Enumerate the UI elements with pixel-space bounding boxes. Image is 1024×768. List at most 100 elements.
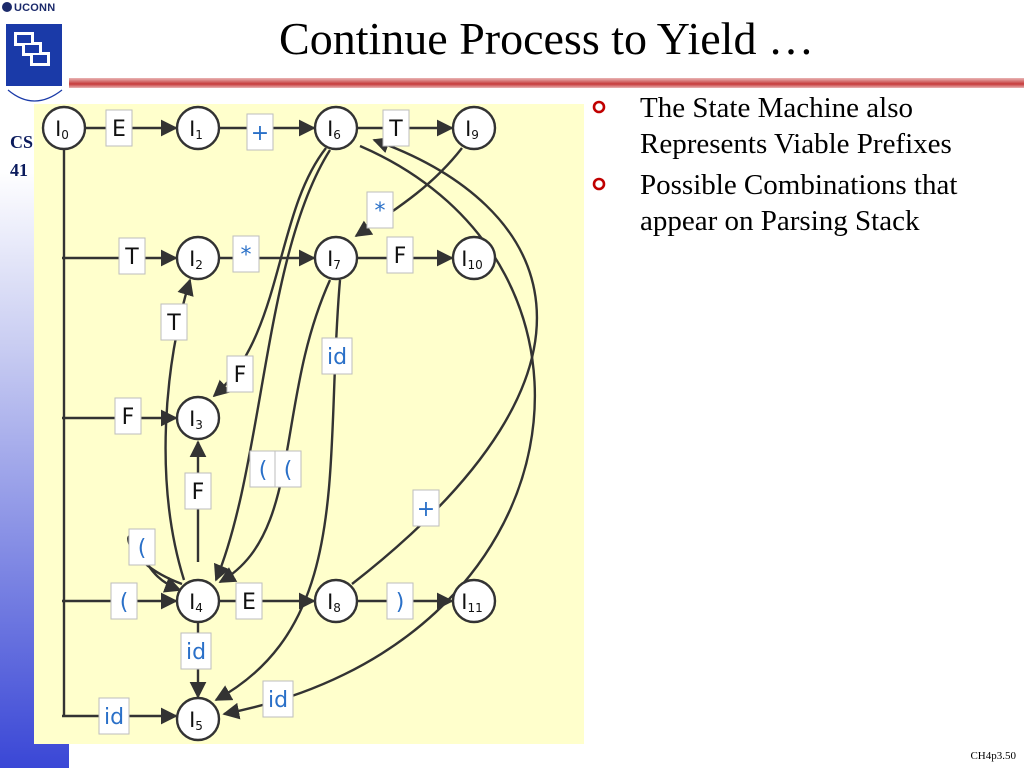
- transition-label-i7-i4: (: [274, 450, 302, 488]
- state-node-i6: I6: [313, 105, 359, 151]
- course-code: CS 41: [10, 128, 33, 184]
- label-box: [110, 582, 138, 620]
- transition-label-i1-i6: +: [246, 113, 274, 151]
- label-box: [274, 450, 302, 488]
- state-label: I0: [55, 117, 69, 142]
- label-box: [128, 528, 156, 566]
- uconn-seal-icon: [2, 2, 12, 12]
- transition-symbol: T: [166, 311, 181, 336]
- transition-symbol: F: [234, 363, 247, 388]
- transition-label-i7-i5: id: [321, 337, 353, 375]
- label-box: [366, 191, 394, 229]
- bullet-text: Possible Combinations that appear on Par…: [640, 169, 958, 237]
- state-node-i8: I8: [313, 578, 359, 624]
- label-box: [184, 472, 212, 510]
- uconn-logo: UCONN: [2, 2, 55, 14]
- label-box: [235, 582, 263, 620]
- transition-symbol: +: [417, 497, 435, 522]
- transition-symbol: T: [124, 245, 139, 270]
- transition-label-i0-i1: E: [105, 109, 133, 147]
- state-label: I9: [465, 117, 479, 142]
- state-node-i2: I2: [175, 235, 221, 281]
- label-box: [262, 680, 294, 718]
- transition-label-i4-i3: F: [184, 472, 212, 510]
- label-box: [180, 632, 212, 670]
- state-label: I3: [189, 407, 203, 432]
- transition-label-i4-i4: (: [128, 528, 156, 566]
- label-box: [412, 489, 440, 527]
- state-label: I4: [189, 590, 203, 615]
- state-label: I8: [327, 590, 341, 615]
- label-box: [226, 355, 254, 393]
- state-circle: [313, 235, 359, 281]
- transition-symbol: T: [388, 117, 403, 142]
- transition-label-i6-i4: (: [249, 450, 277, 488]
- transition-label-i0-i3: F: [114, 397, 142, 435]
- transition-label-i8-i11: ): [386, 582, 414, 620]
- label-box: [386, 582, 414, 620]
- state-circle: [313, 578, 359, 624]
- state-circle: [451, 105, 497, 151]
- transition-label-i6-i3: F: [226, 355, 254, 393]
- transition-label-i2-i7: *: [232, 235, 260, 273]
- label-box: [98, 697, 130, 735]
- transition-symbol: (: [138, 536, 147, 561]
- state-label: I5: [189, 708, 203, 733]
- state-circle: [451, 578, 497, 624]
- state-node-i3: I3: [175, 395, 221, 441]
- label-box: [321, 337, 353, 375]
- transition-symbol: E: [242, 590, 256, 615]
- bullet-text: The State Machine also Represents Viable…: [640, 92, 952, 160]
- state-circle: [175, 105, 221, 151]
- transition-label-i6-i9: T: [382, 109, 410, 147]
- label-box: [118, 237, 146, 275]
- slide-title: Continue Process to Yield …: [279, 13, 814, 64]
- state-label: I11: [461, 590, 482, 615]
- transition-label-i8-i6: +: [412, 489, 440, 527]
- transition-label-i9-i7: *: [366, 191, 394, 229]
- transition-symbol: *: [241, 243, 252, 268]
- transition-label-i4-i8: E: [235, 582, 263, 620]
- state-label: I2: [189, 247, 203, 272]
- transition-symbol: id: [104, 705, 124, 730]
- state-label: I1: [189, 117, 203, 142]
- uconn-logo-text: UCONN: [14, 2, 56, 14]
- transition-symbol: (: [259, 458, 268, 483]
- label-box: [114, 397, 142, 435]
- transition-label-i0-i2: T: [118, 237, 146, 275]
- state-circle: [175, 395, 221, 441]
- state-circle: [41, 105, 87, 151]
- state-node-i10: I10: [451, 235, 497, 281]
- bullet-item: Possible Combinations that appear on Par…: [588, 167, 1020, 239]
- state-node-i7: I7: [313, 235, 359, 281]
- label-box: [386, 236, 414, 274]
- state-node-i0: I0: [41, 105, 87, 151]
- state-circle: [175, 696, 221, 742]
- state-circle: [175, 578, 221, 624]
- transition-symbol: id: [186, 640, 206, 665]
- state-circle: [451, 235, 497, 281]
- transition-edge-i7-i4: [218, 279, 332, 584]
- bullet-circle-icon: [592, 100, 606, 114]
- bullet-circle-icon: [592, 177, 606, 191]
- transition-symbol: ): [396, 590, 405, 615]
- transition-label-i4-i2: T: [160, 303, 188, 341]
- bullet-list: The State Machine also Represents Viable…: [588, 90, 1020, 244]
- title-rule: [69, 78, 1024, 88]
- transition-edge-i8-i6: [351, 137, 539, 585]
- transition-symbol: *: [375, 199, 386, 224]
- transition-label-i4-i5: id: [180, 632, 212, 670]
- label-box: [382, 109, 410, 147]
- transition-edge-i6-i5: [222, 144, 537, 720]
- transition-label-i0-i4: (: [110, 582, 138, 620]
- bullet-item: The State Machine also Represents Viable…: [588, 90, 1020, 162]
- state-node-i4: I4: [175, 578, 221, 624]
- transition-label-i6-i5: id: [262, 680, 294, 718]
- department-logo: [6, 24, 63, 102]
- state-label: I7: [327, 247, 341, 272]
- transition-edge-i6-i4: [214, 149, 332, 582]
- course-code-line2: 41: [10, 160, 28, 180]
- slide-number: CH4p3.50: [970, 750, 1016, 762]
- state-node-i9: I9: [451, 105, 497, 151]
- transition-symbol: (: [120, 590, 129, 615]
